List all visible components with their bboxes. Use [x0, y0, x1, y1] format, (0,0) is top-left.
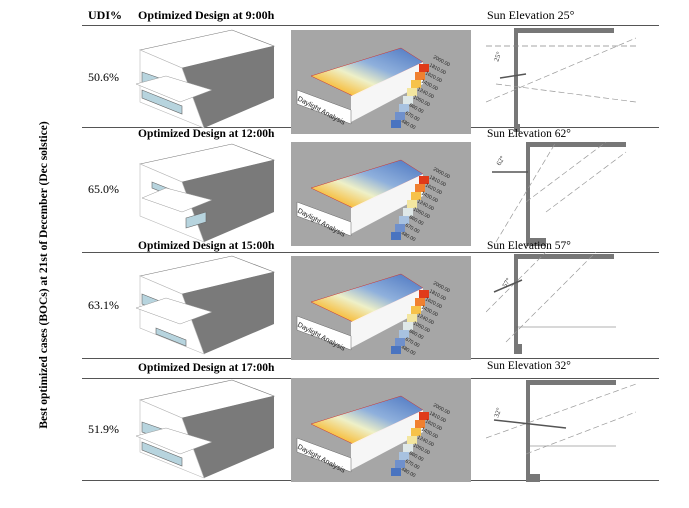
- design-column-header: Optimized Design at 9:00h: [138, 8, 275, 22]
- sun-angle-label: 32°: [492, 407, 503, 419]
- side-label-container: Best optimized cases (BOCs) at 21st of D…: [4, 110, 84, 440]
- sun-angle-label: 57°: [501, 276, 513, 289]
- side-label: Best optimized cases (BOCs) at 21st of D…: [38, 121, 50, 429]
- table-rule: [82, 25, 659, 26]
- udi-value: 50.6%: [88, 70, 119, 84]
- sun-section-diagram: 62°: [486, 141, 636, 246]
- udi-value: 63.1%: [88, 298, 119, 312]
- sun-elevation: Sun Elevation 57°: [487, 240, 571, 252]
- table-rule: [82, 252, 659, 253]
- sun-angle-label: 25°: [492, 51, 503, 63]
- color-legend: [391, 64, 429, 128]
- sun-elevation: Sun Elevation 32°: [487, 360, 571, 372]
- row-title: Optimized Design at 17:00h: [138, 362, 275, 374]
- sun-section-diagram: 25°: [485, 28, 637, 132]
- building-model: [136, 142, 276, 246]
- udi-value: 51.9%: [88, 422, 119, 436]
- sun-section-diagram: 32°: [485, 378, 637, 482]
- sun-angle-label: 62°: [495, 154, 507, 167]
- row-title: Optimized Design at 15:00h: [138, 240, 275, 252]
- udi-column-header: UDI%: [88, 8, 123, 22]
- sun-elevation: Sun Elevation 62°: [487, 128, 571, 140]
- sun-section-diagram: 57°: [485, 251, 636, 356]
- udi-value: 65.0%: [88, 182, 119, 196]
- row-title: Optimized Design at 12:00h: [138, 128, 275, 140]
- building-model: [135, 254, 276, 358]
- building-model: [135, 378, 276, 482]
- sun-column-header: Sun Elevation 25°: [487, 8, 575, 22]
- building-model: [135, 28, 276, 132]
